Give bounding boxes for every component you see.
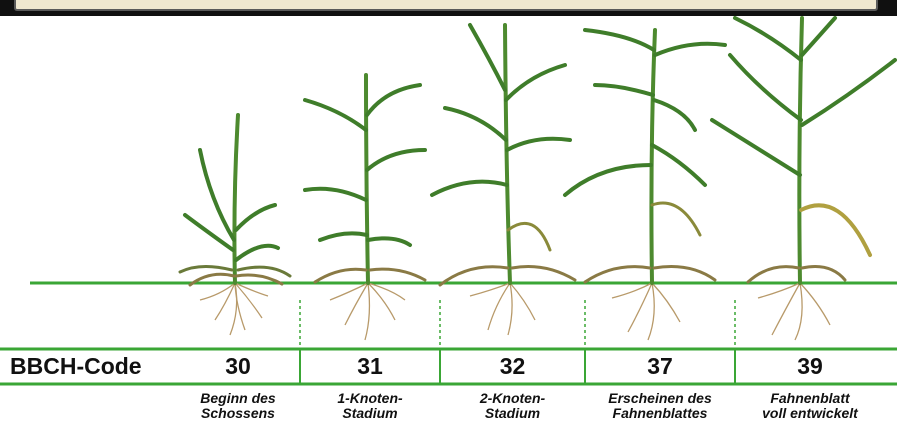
stage-desc-line2: Schossens <box>176 406 300 421</box>
stage-desc-line2: Fahnenblattes <box>585 406 735 421</box>
column-dividers <box>300 300 735 349</box>
stage-code-32: 32 <box>440 350 585 382</box>
stage-desc-30: Beginn des Schossens <box>176 391 300 421</box>
plant-stage-39 <box>712 18 895 340</box>
stage-desc-line1: Beginn des <box>176 391 300 406</box>
stage-desc-line1: 2-Knoten- <box>440 391 585 406</box>
stage-desc-32: 2-Knoten- Stadium <box>440 391 585 421</box>
plant-stage-37 <box>565 30 725 340</box>
stage-code-31: 31 <box>300 350 440 382</box>
stage-desc-37: Erscheinen des Fahnenblattes <box>585 391 735 421</box>
stage-desc-31: 1-Knoten- Stadium <box>300 391 440 421</box>
stage-desc-line2: voll entwickelt <box>735 406 885 421</box>
stage-desc-line1: Erscheinen des <box>585 391 735 406</box>
stage-code-39: 39 <box>735 350 885 382</box>
stage-desc-39: Fahnenblatt voll entwickelt <box>735 391 885 421</box>
plant-stage-30 <box>180 115 290 335</box>
stage-desc-line2: Stadium <box>300 406 440 421</box>
stage-desc-line1: Fahnenblatt <box>735 391 885 406</box>
stage-desc-line2: Stadium <box>440 406 585 421</box>
plant-stage-32 <box>432 25 575 335</box>
bbch-code-label: BBCH-Code <box>10 350 170 382</box>
stage-code-37: 37 <box>585 350 735 382</box>
plant-stage-31 <box>305 75 425 340</box>
stage-code-30: 30 <box>176 350 300 382</box>
stage-desc-line1: 1-Knoten- <box>300 391 440 406</box>
